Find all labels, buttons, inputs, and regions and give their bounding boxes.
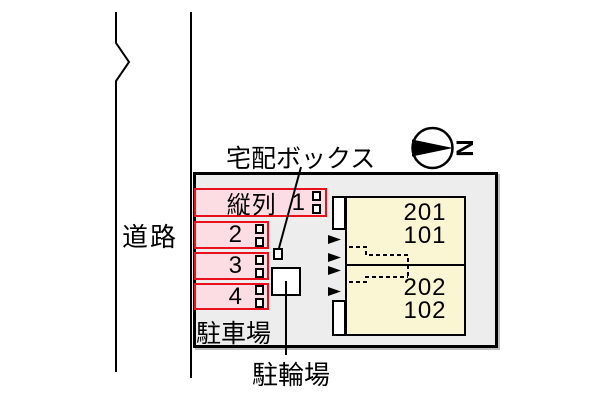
room-number-201: 201 (403, 199, 447, 226)
unit-lower-labels: 202 102 (385, 274, 465, 324)
space-number: 3 (228, 252, 242, 279)
tandem-label: 縦列 (226, 192, 277, 219)
wheel-stop-icon (312, 191, 321, 214)
parking-lot-label: 駐車場 (196, 320, 272, 348)
parking-space-4: 4 (194, 283, 269, 310)
parking-space-tandem-1: 縦列 1 (194, 188, 327, 219)
space-number: 4 (228, 282, 242, 310)
parking-space-3: 3 (194, 252, 269, 280)
delivery-box-marker (273, 248, 283, 260)
space-number: 2 (228, 221, 242, 248)
room-number-202: 202 (403, 274, 447, 301)
unit-upper-labels: 201 101 (385, 199, 465, 249)
compass-arrow-icon (412, 139, 453, 157)
bicycle-parking-label: 駐輪場 (252, 360, 331, 390)
unit-divider-line (345, 264, 466, 266)
wheel-stop-icon (255, 223, 264, 247)
road-left-edge-line (115, 12, 131, 372)
stairs-bottom (332, 300, 346, 336)
room-number-101: 101 (403, 222, 447, 249)
road-label: 道路 (122, 222, 179, 252)
stairs-top (332, 196, 346, 230)
bicycle-parking-box (271, 267, 301, 296)
wheel-stop-icon (255, 254, 264, 278)
parking-space-2: 2 (194, 221, 269, 249)
wheel-stop-icon (255, 285, 264, 308)
delivery-box-label: 宅配ボックス (226, 145, 376, 173)
room-number-102: 102 (403, 297, 447, 324)
compass-circle (411, 126, 454, 170)
space-number: 1 (291, 188, 305, 216)
compass-north-letter: N (451, 139, 478, 156)
